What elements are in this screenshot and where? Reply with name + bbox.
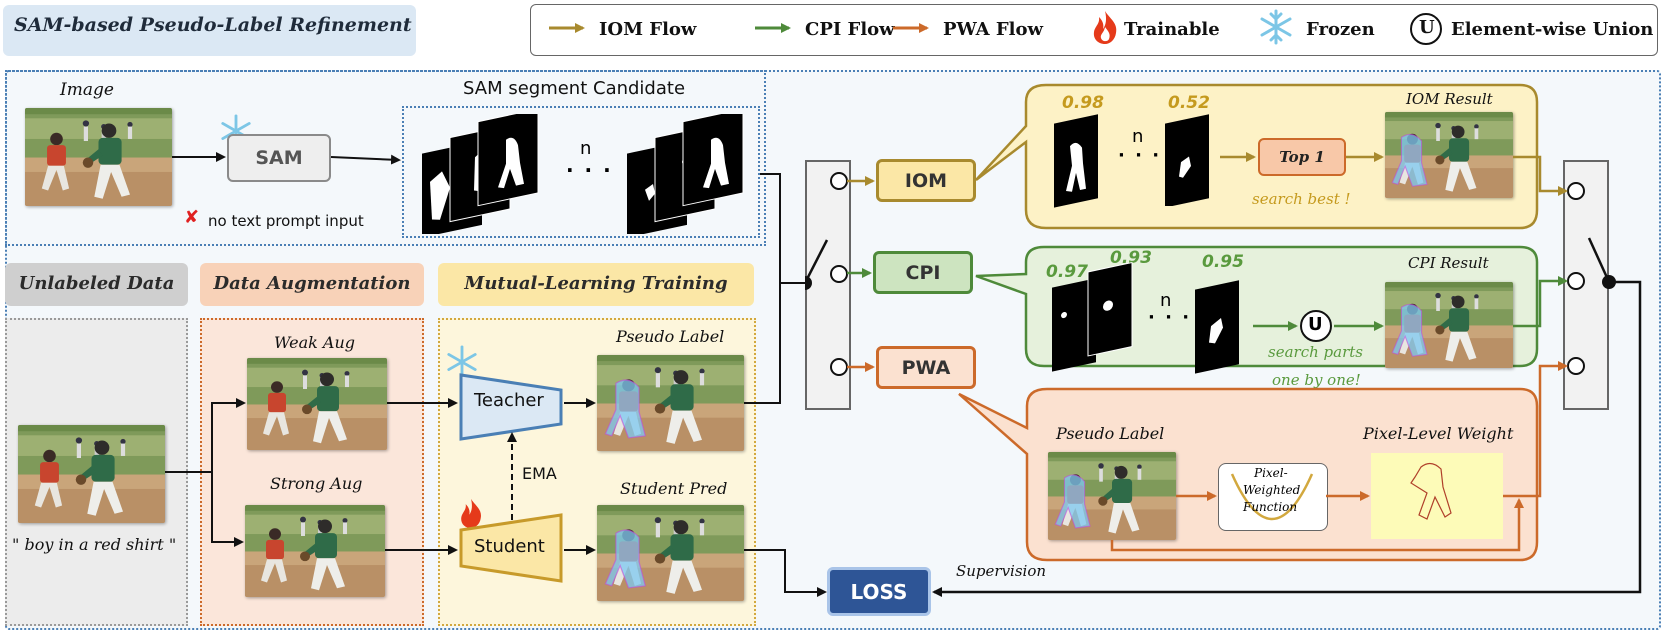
sam-refinement-box bbox=[5, 70, 766, 246]
weak-aug-label: Weak Aug bbox=[274, 333, 356, 352]
iom-module: IOM bbox=[876, 159, 976, 202]
cpi-search-note-1: search parts bbox=[1268, 343, 1363, 361]
pwa-module: PWA bbox=[876, 346, 976, 389]
pwa-pseudo-label-label: Pseudo Label bbox=[1056, 424, 1165, 443]
title-banner bbox=[3, 5, 416, 56]
ema-label: EMA bbox=[522, 464, 557, 483]
weight-curve-icon bbox=[1230, 473, 1314, 520]
cpi-flow-arrow-icon bbox=[755, 23, 791, 33]
iom-score-2: 0.52 bbox=[1168, 93, 1210, 113]
teacher-shape bbox=[459, 373, 563, 441]
cross-icon: ✘ bbox=[184, 207, 200, 228]
iom-search-note: search best ! bbox=[1252, 190, 1351, 208]
iom-result-label: IOM Result bbox=[1406, 90, 1493, 108]
union-circle-icon bbox=[1410, 13, 1442, 45]
legend-cpi-flow: CPI Flow bbox=[805, 19, 895, 40]
mask-stack-left bbox=[422, 114, 539, 234]
legend-iom-flow: IOM Flow bbox=[599, 19, 697, 40]
right-switch-contacts bbox=[1567, 182, 1609, 375]
iom-flow-arrow-icon bbox=[549, 23, 585, 33]
snowflake-icon bbox=[1260, 9, 1292, 45]
mask-stack-right bbox=[627, 114, 744, 234]
cpi-score-3: 0.95 bbox=[1202, 252, 1244, 272]
cpi-mask-3 bbox=[1195, 280, 1239, 374]
cpi-union-symbol: U bbox=[1308, 314, 1323, 335]
pwa-function-line-2: Weighted bbox=[1243, 483, 1301, 497]
pixel-level-weight-label: Pixel-Level Weight bbox=[1363, 424, 1514, 443]
pwa-flow-arrow-icon bbox=[893, 23, 929, 33]
iom-mask-1 bbox=[1054, 114, 1098, 208]
pwa-function-line-1: Pixel- bbox=[1254, 466, 1288, 480]
page-title: SAM-based Pseudo-Label Refinement bbox=[14, 14, 412, 36]
text-prompt-caption: " boy in a red shirt " bbox=[12, 535, 177, 554]
section-unlabeled-data: Unlabeled Data bbox=[5, 263, 188, 306]
candidate-box bbox=[402, 106, 760, 238]
section-data-augmentation: Data Augmentation bbox=[200, 263, 424, 306]
legend-frozen: Frozen bbox=[1306, 19, 1375, 40]
candidate-dots: · · · bbox=[566, 158, 613, 182]
supervision-label: Supervision bbox=[956, 562, 1047, 580]
cpi-score-1: 0.97 bbox=[1046, 262, 1088, 282]
candidate-n-label: n bbox=[580, 138, 592, 159]
iom-score-1: 0.98 bbox=[1062, 93, 1104, 113]
left-switch-contacts bbox=[805, 172, 848, 376]
legend-pwa-flow: PWA Flow bbox=[943, 19, 1043, 40]
flame-icon bbox=[1093, 11, 1117, 44]
no-prompt-note: no text prompt input bbox=[208, 212, 364, 230]
candidate-label: SAM segment Candidate bbox=[463, 78, 686, 99]
student-node: Student bbox=[474, 536, 545, 557]
cpi-dots: · · · bbox=[1148, 307, 1192, 328]
cpi-union-icon bbox=[1300, 310, 1332, 342]
strong-aug-label: Strong Aug bbox=[270, 474, 363, 493]
iom-mask-2 bbox=[1165, 114, 1209, 206]
cpi-module: CPI bbox=[873, 251, 973, 294]
cpi-result-label: CPI Result bbox=[1408, 254, 1489, 272]
top1-node: Top 1 bbox=[1258, 138, 1346, 176]
student-shape bbox=[459, 513, 563, 583]
legend-union-symbol: U bbox=[1419, 17, 1435, 38]
cpi-search-note-2: one by one! bbox=[1272, 371, 1361, 389]
cpi-mask-stack bbox=[1052, 262, 1133, 372]
image-label: Image bbox=[60, 80, 114, 100]
weight-silhouette bbox=[1410, 462, 1452, 520]
sam-node: SAM bbox=[227, 134, 331, 182]
legend-trainable: Trainable bbox=[1124, 19, 1220, 40]
legend: IOM Flow CPI Flow PWA Flow Trainable Fro… bbox=[530, 4, 1658, 56]
teacher-frozen-snowflake-icon bbox=[447, 345, 477, 379]
student-pred-label: Student Pred bbox=[620, 479, 728, 498]
cpi-score-2: 0.93 bbox=[1110, 248, 1152, 268]
pwa-function-line-3: Function bbox=[1243, 500, 1298, 514]
pseudo-label-label: Pseudo Label bbox=[616, 327, 725, 346]
teacher-node: Teacher bbox=[474, 390, 544, 411]
iom-dots: · · · bbox=[1118, 145, 1162, 166]
iom-n-label: n bbox=[1132, 126, 1144, 147]
cpi-n-label: n bbox=[1160, 290, 1172, 311]
loss-node: LOSS bbox=[827, 567, 931, 616]
legend-union: Element-wise Union bbox=[1451, 19, 1654, 40]
student-trainable-flame-icon bbox=[461, 498, 481, 528]
pixel-level-weight-map bbox=[1371, 453, 1503, 539]
section-mutual-learning: Mutual-Learning Training bbox=[438, 263, 754, 306]
